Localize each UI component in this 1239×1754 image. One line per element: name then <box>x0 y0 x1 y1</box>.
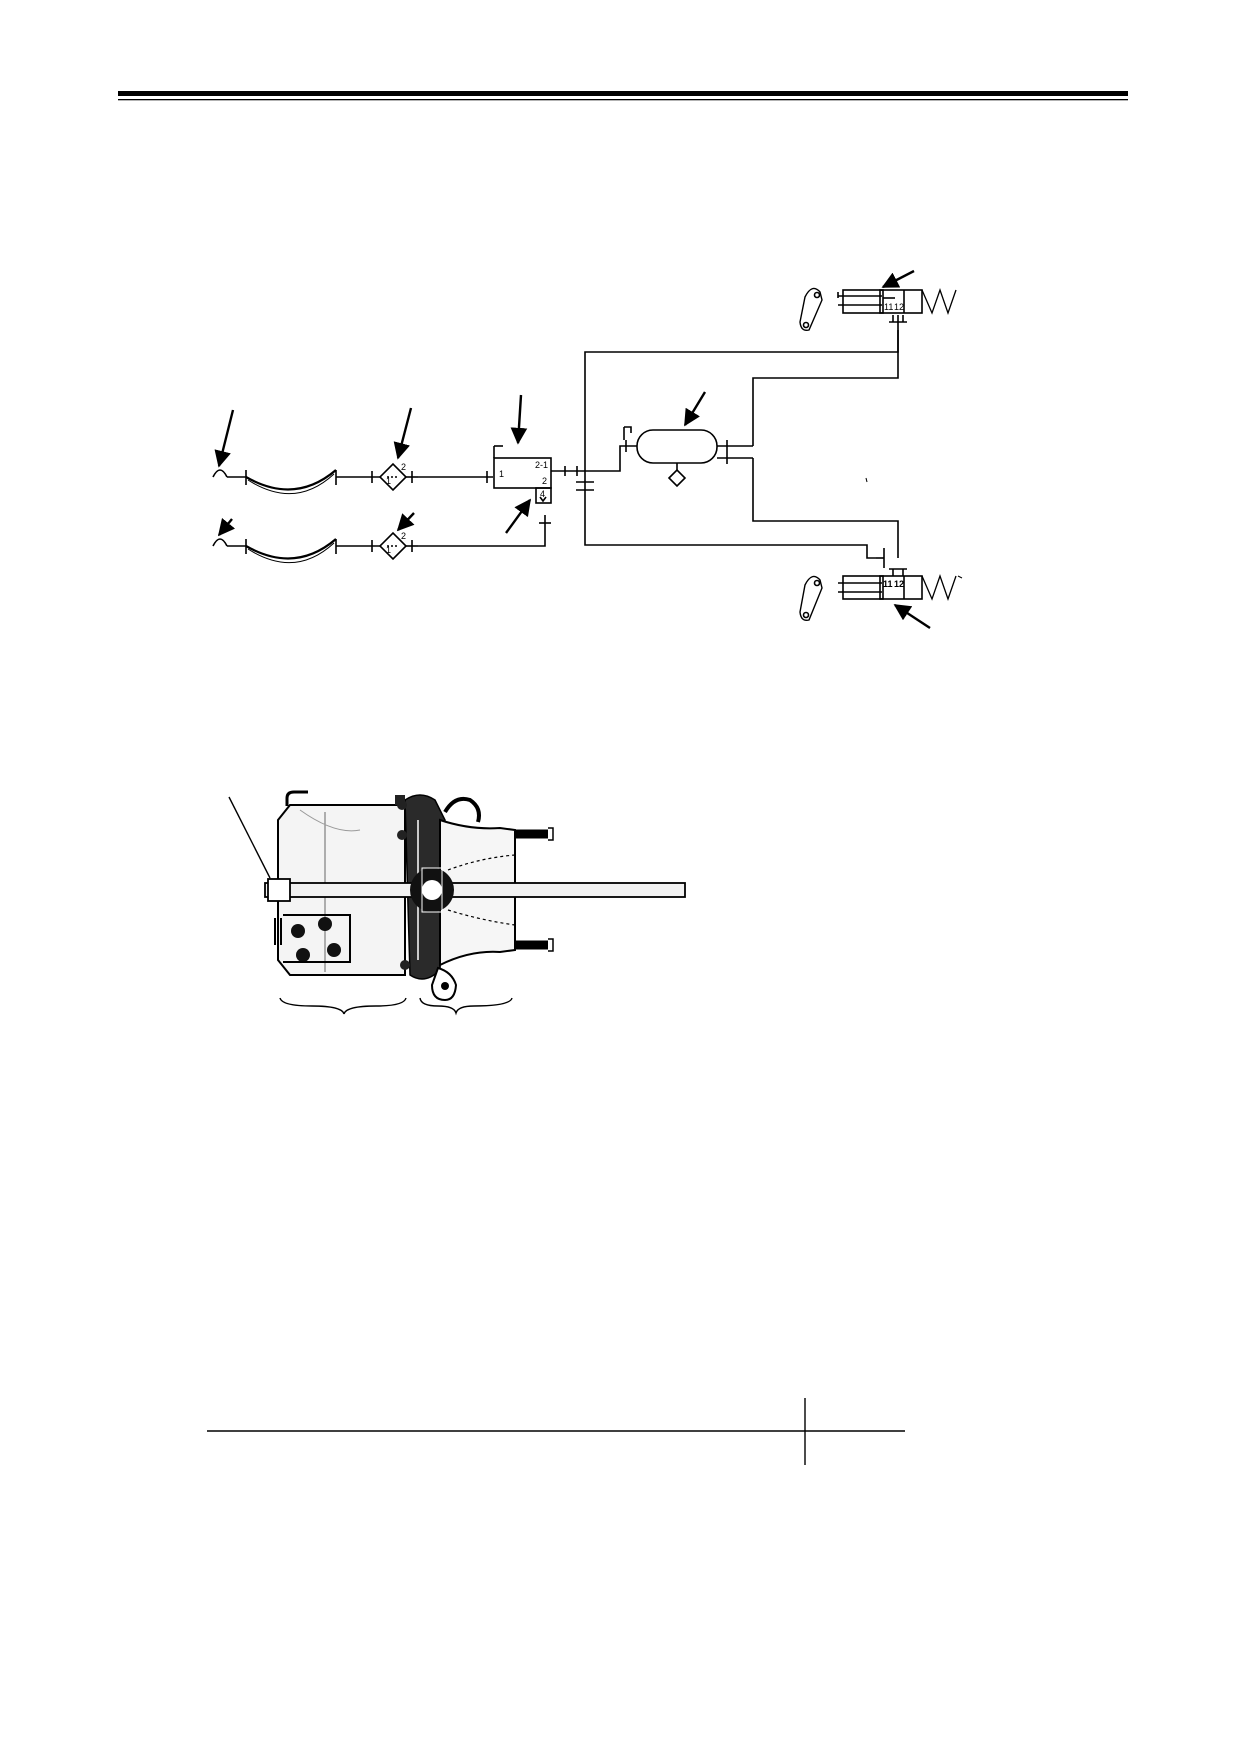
relay-valve-port-1: 1 <box>499 469 504 479</box>
trailer-control-valve <box>493 445 585 504</box>
filter-upper-port-in: 1 <box>386 476 391 486</box>
chamber-bottom-port-11: 11 <box>883 579 893 589</box>
coupling-head-upper <box>212 469 380 495</box>
arrow-reservoir <box>683 391 707 427</box>
chamber-top-port-12: 12 <box>894 302 904 312</box>
relay-valve-port-2: 2 <box>542 476 547 486</box>
spring-brake-chamber-upper <box>799 287 957 332</box>
port-labels: 1 2 1 2 1 2-1 2 4 11 12 11 12 <box>386 302 904 589</box>
coupling-head-lower <box>212 538 380 564</box>
arrow-chamber-bottom <box>893 603 931 630</box>
relay-valve-port-4: 4 <box>540 489 545 499</box>
arrow-coupling-lower <box>217 517 236 537</box>
footer-rule <box>207 1398 905 1465</box>
spring-brake-chamber-lower <box>799 548 963 622</box>
pneumatic-schematic <box>212 287 963 622</box>
chamber-bottom-port-12: 12 <box>894 579 904 589</box>
arrow-coupling-upper <box>214 409 235 468</box>
line-filter-lower <box>378 515 551 561</box>
line-filter-upper <box>378 462 493 492</box>
arrow-filter-lower <box>396 512 415 532</box>
arrow-filter-upper <box>393 407 413 460</box>
arrow-relay-valve-bottom <box>505 498 531 534</box>
callout-arrows <box>214 269 931 630</box>
drain-valve-symbol <box>623 426 632 440</box>
relay-valve-port-2-1: 2-1 <box>535 460 548 470</box>
arrow-relay-valve-top <box>510 394 528 445</box>
arrow-chamber-top <box>881 269 915 289</box>
filter-lower-port-out: 2 <box>401 531 406 541</box>
header-rule <box>118 91 1128 101</box>
filter-upper-port-out: 2 <box>401 462 406 472</box>
chamber-top-port-11: 11 <box>884 302 893 312</box>
spring-brake-chamber-illustration <box>228 790 686 1016</box>
filter-lower-port-in: 1 <box>386 545 391 555</box>
air-reservoir <box>636 330 899 558</box>
